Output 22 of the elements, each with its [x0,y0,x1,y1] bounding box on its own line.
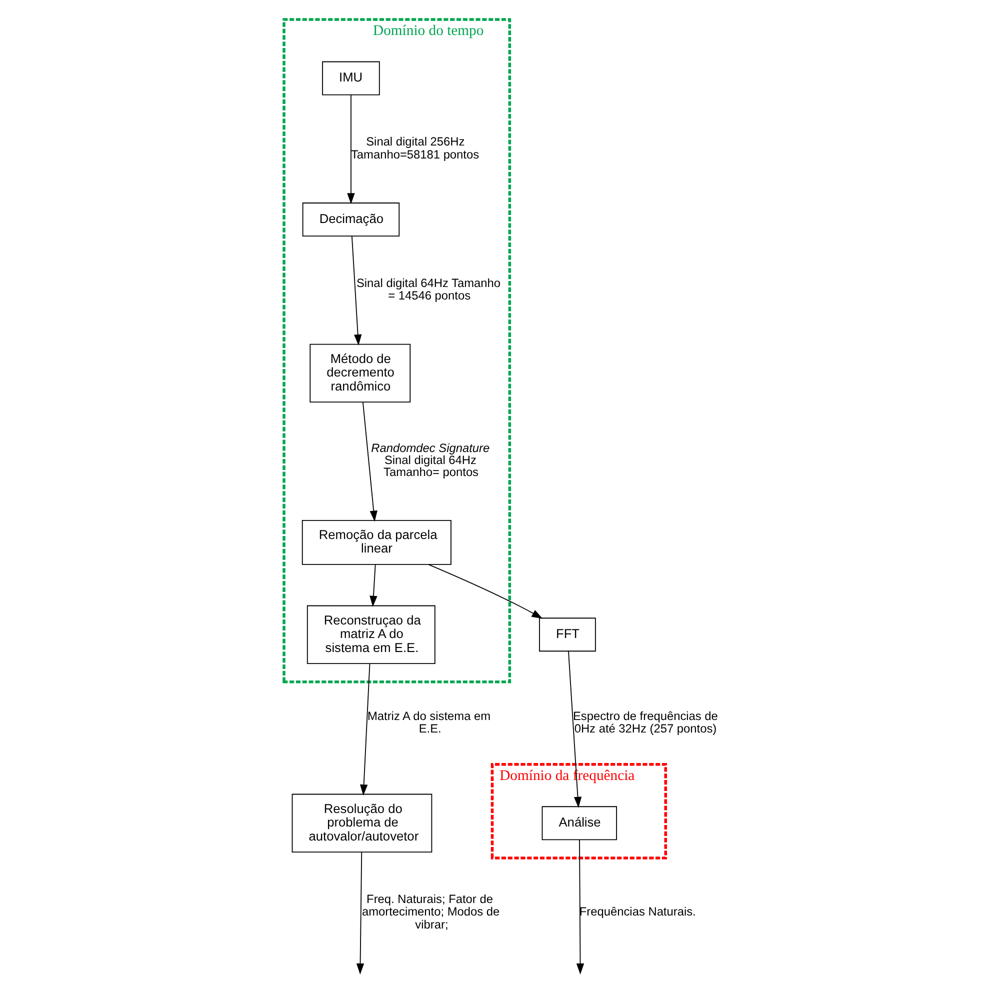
node-box: IMU [322,61,380,96]
arrow [350,236,362,346]
arrow [428,564,542,619]
node-box: Remoção da parcela linear [301,520,451,565]
arrow [362,402,377,522]
arrow [356,852,364,974]
arrow [568,650,582,808]
edge-label: Freq. Naturais; Fator de amortecimento; Modos de vibrar; [361,892,500,932]
arrow [359,663,370,796]
edge-label: Sinal digital 64Hz Tamanho = 14546 pontos [356,276,500,303]
arrow [369,564,377,607]
node-box: Método de decremento randômico [309,344,410,403]
arrow [346,94,354,204]
node-box: FFT [538,618,596,652]
edge-label: Randomdec Signature Sinal digital 64Hz Tamanho= pontos [370,440,490,479]
arrow [576,839,584,974]
edge-label: Matriz A do sistema em E.E. [366,708,490,736]
node-box: Reconstruçao da matriz A do sistema em E.E. [306,605,435,664]
node-box: Análise [541,806,616,840]
node-box: Resolução do problema de autovalor/autovetor [291,794,432,852]
node-box: Decimação [302,202,400,236]
edge-label: Espectro de frequências de 0Hz até 32Hz (257 pontos) [572,708,718,736]
